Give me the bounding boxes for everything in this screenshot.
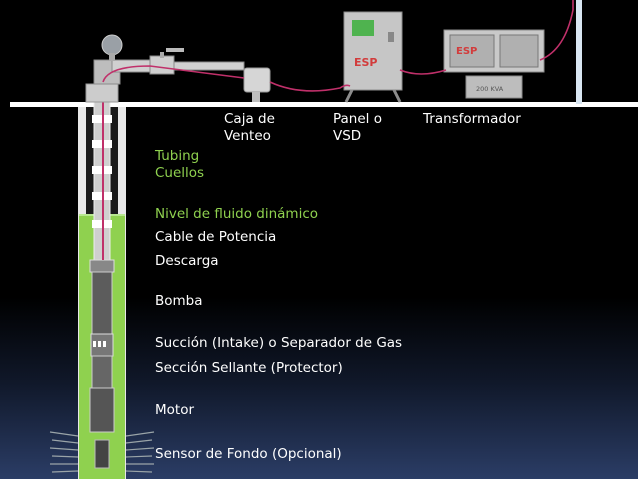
label-vsd-panel: Panel o VSD [333, 111, 382, 144]
perforations [49, 431, 155, 473]
label-sensor: Sensor de Fondo (Opcional) [155, 446, 342, 462]
pump-assembly [89, 259, 115, 469]
pressure-gauge-icon [101, 34, 123, 56]
label-seal-section: Sección Sellante (Protector) [155, 360, 343, 376]
discharge-head [89, 259, 115, 273]
wellhead [85, 34, 245, 103]
label-vent-box: Caja de Venteo [224, 111, 275, 144]
ground-surface [10, 102, 638, 107]
vsd-esp-logo: ESP [354, 56, 378, 69]
label-transformer: Transformador [423, 111, 521, 127]
surface-cables [102, 0, 574, 92]
transformer-rating: 200 KVA [476, 85, 504, 93]
motor-body [89, 387, 115, 433]
seal-section [91, 355, 113, 389]
label-discharge: Descarga [155, 253, 219, 269]
vent-box [243, 67, 271, 102]
label-collars: Cuellos [155, 165, 205, 181]
power-pole [576, 0, 582, 104]
pump-body [91, 271, 113, 335]
transformer-esp-logo: ESP [456, 46, 477, 57]
label-motor: Motor [155, 402, 195, 418]
transformer-unit: ESP 200 KVA [443, 29, 545, 99]
label-pump: Bomba [155, 293, 203, 309]
label-tubing: Tubing [155, 148, 200, 164]
downhole-sensor [94, 439, 110, 469]
label-fluid-level: Nivel de fluido dinámico [155, 206, 319, 222]
label-power-cable: Cable de Potencia [155, 229, 277, 245]
label-intake: Succión (Intake) o Separador de Gas [155, 335, 403, 351]
vsd-panel: ESP [343, 11, 403, 103]
